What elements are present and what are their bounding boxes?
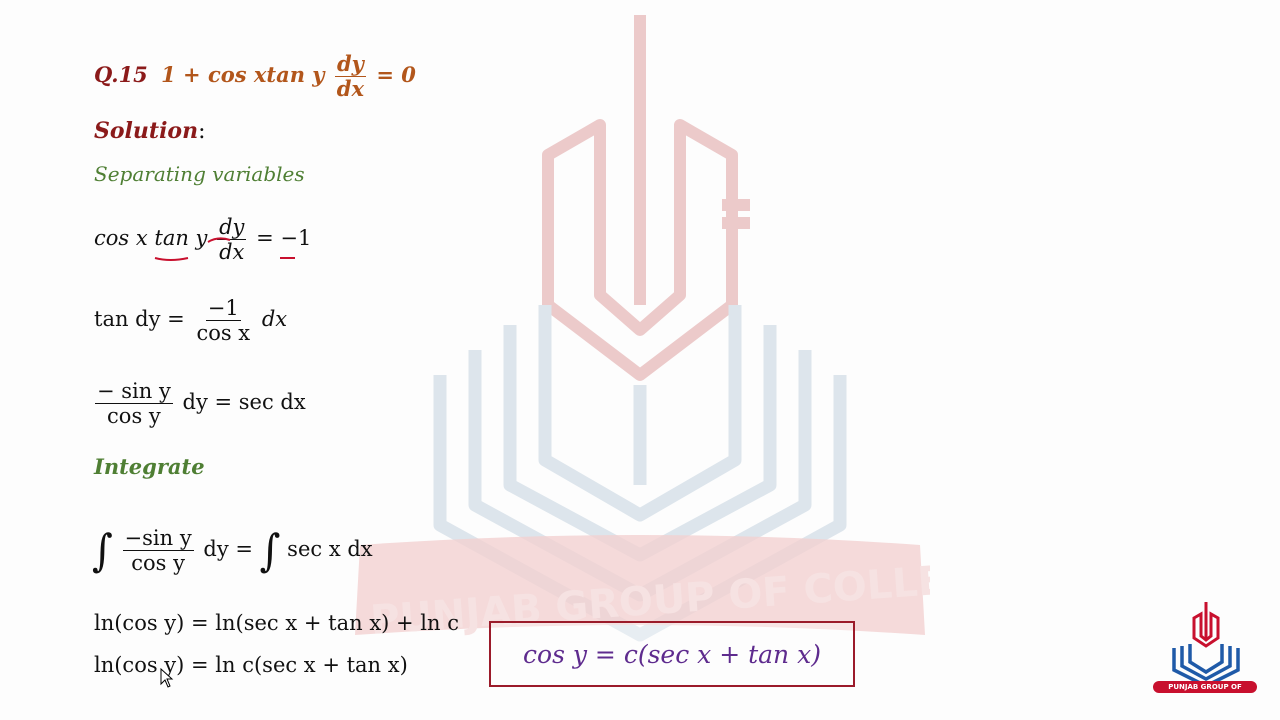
step-2-num: −1 [205, 296, 241, 322]
step-1-fraction: dy dx [217, 215, 247, 265]
step-4-num: −sin y [122, 526, 194, 552]
integrate-label: Integrate [94, 454, 205, 479]
step-1-annotation [154, 237, 295, 261]
logo-text: PUNJAB GROUP OF COLLEGES [1153, 681, 1257, 693]
question-number: 15 [118, 62, 148, 88]
step-3: − sin y cos y dy = sec dx [92, 379, 306, 428]
step-3-num: − sin y [95, 379, 173, 405]
step-1-prefix: cos x tan y [94, 226, 208, 251]
final-answer-box: cos y = c(sec x + tan x) [489, 621, 855, 687]
question-line: Q.15 1 + cos xtan y dy dx = 0 [94, 51, 416, 102]
step-4-suffix: sec x dx [287, 537, 373, 562]
integral-sign-left: ∫ [92, 525, 113, 576]
question-fraction: dy dx [334, 51, 366, 102]
step-2-prefix: tan dy = [94, 307, 185, 332]
watermark-logo: PUNJAB GROUP OF COLLEGES [355, 15, 930, 644]
solution-heading: Solution: [94, 118, 206, 144]
question-frac-den: dx [336, 76, 365, 102]
step-4: ∫ −sin y cos y dy = ∫ sec x dx [92, 525, 373, 576]
step-2-den: cos x [196, 321, 251, 346]
step-4-den: cos y [131, 551, 185, 576]
step-5: ln(cos y) = ln(sec x + tan x) + ln c [94, 611, 459, 635]
separating-label: Separating variables [94, 162, 305, 186]
step-3-suffix: dy = sec dx [182, 390, 306, 415]
step-2-fraction: −1 cos x [194, 296, 252, 345]
step-2: tan dy = −1 cos x dx [94, 296, 287, 345]
question-lhs: 1 + cos xtan y [161, 62, 325, 88]
question-frac-num: dy [334, 51, 366, 78]
solution-colon: : [198, 119, 206, 144]
step-3-den: cos y [107, 404, 161, 429]
step-2-suffix: dx [261, 307, 288, 332]
step-1-suffix: = −1 [256, 226, 312, 251]
step-4-mid: dy = [203, 537, 253, 562]
step-1-num: dy [217, 215, 247, 241]
mouse-cursor-icon [160, 668, 174, 688]
integral-sign-right: ∫ [259, 525, 281, 576]
step-1-den: dx [219, 240, 245, 265]
step-1: cos x tan y dy dx = −1 [94, 215, 311, 264]
step-3-fraction: − sin y cos y [95, 379, 173, 428]
step-4-fraction: −sin y cos y [122, 526, 194, 576]
question-label: Q. [94, 62, 119, 88]
question-rhs: = 0 [376, 62, 416, 88]
final-answer: cos y = c(sec x + tan x) [523, 639, 821, 669]
solution-label: Solution [94, 118, 199, 144]
step-6: ln(cos y) = ln c(sec x + tan x) [94, 653, 408, 677]
